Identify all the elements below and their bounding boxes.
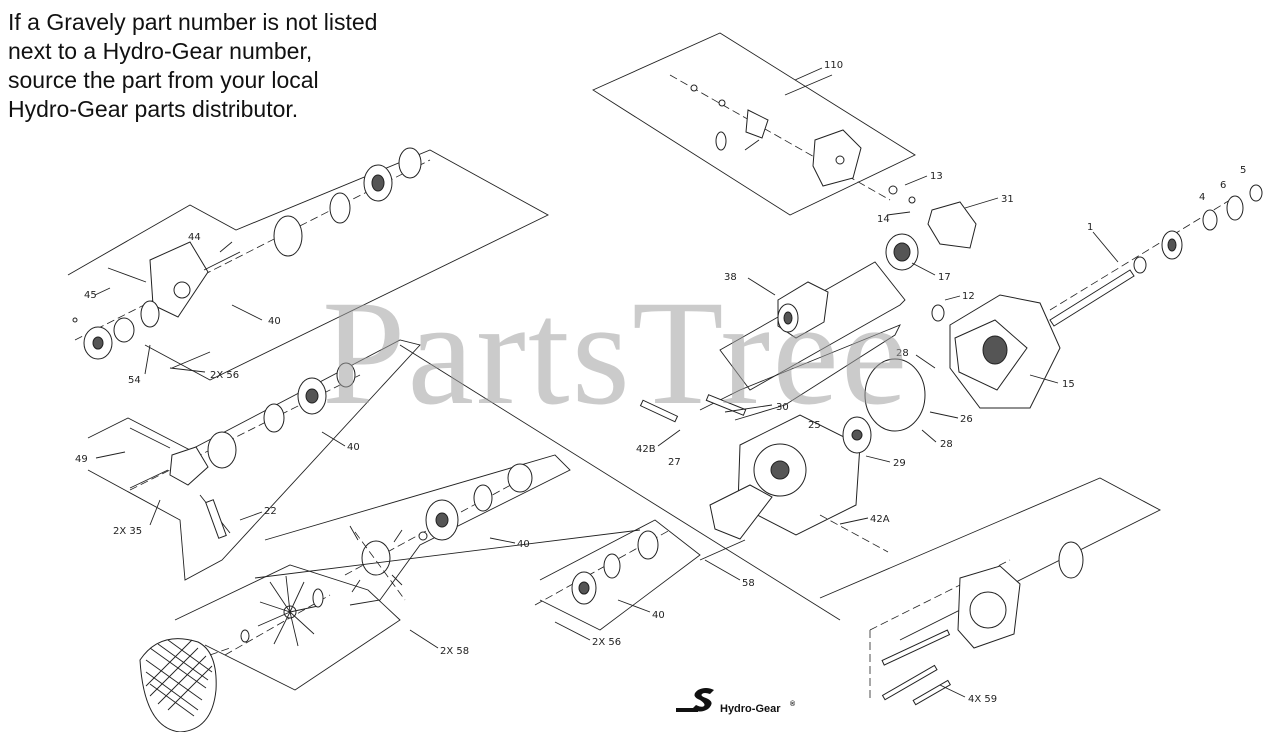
callout-labels: 110 13 14 31 5 6 4 1 17 38 12 44 45 40 5…: [75, 60, 1246, 705]
callout-22: 22: [264, 506, 277, 517]
callout-30: 30: [776, 402, 789, 413]
callout-26: 26: [960, 414, 973, 425]
callout-110: 110: [824, 60, 843, 71]
group-fan-cover: [139, 564, 401, 732]
callout-2x58: 2X 58: [440, 646, 469, 657]
callout-58-a: 58: [742, 578, 755, 589]
cooling-fan: [257, 575, 319, 647]
group-lower-center: [254, 344, 841, 631]
note-line-3: source the part from your local: [8, 67, 319, 93]
callout-28-b: 28: [940, 439, 953, 450]
fan-guard-cover: [139, 638, 217, 732]
callout-6: 6: [1220, 180, 1226, 191]
callout-4x59: 4X 59: [968, 694, 997, 705]
note-line-1: If a Gravely part number is not listed: [8, 9, 378, 35]
callout-38: 38: [724, 272, 737, 283]
group-upper-left: [67, 147, 549, 381]
instruction-note: If a Gravely part number is not listed n…: [8, 8, 428, 124]
callout-29: 29: [893, 458, 906, 469]
callout-28: 28: [896, 348, 909, 359]
callout-45: 45: [84, 290, 97, 301]
group-center-fan: [264, 454, 571, 606]
callout-15: 15: [1062, 379, 1075, 390]
callout-27: 27: [668, 457, 681, 468]
callout-17: 17: [938, 272, 951, 283]
callout-54: 54: [128, 375, 141, 386]
callout-2x56-a: 2X 56: [210, 370, 239, 381]
callout-4: 4: [1199, 192, 1205, 203]
logo-s-mark: [692, 688, 714, 712]
callout-1: 1: [1087, 222, 1093, 233]
callout-2x35: 2X 35: [113, 526, 142, 537]
hydro-gear-logo: Hydro-Gear ®: [676, 688, 796, 715]
callout-40-a: 40: [268, 316, 281, 327]
callout-42a: 42A: [870, 514, 890, 525]
callout-31: 31: [1001, 194, 1014, 205]
group-center-block: [639, 185, 977, 561]
group-110: [592, 32, 916, 216]
callout-25: 25: [808, 420, 821, 431]
group-lower-right: [819, 477, 1161, 706]
note-line-4: Hydro-Gear parts distributor.: [8, 96, 299, 122]
callout-12: 12: [962, 291, 975, 302]
callout-40-b: 40: [347, 442, 360, 453]
group-middle-left: [87, 339, 421, 581]
callout-5: 5: [1240, 165, 1246, 176]
callout-42b: 42B: [636, 444, 656, 455]
callout-14: 14: [877, 214, 890, 225]
callout-49: 49: [75, 454, 88, 465]
note-line-2: next to a Hydro-Gear number,: [8, 38, 313, 64]
center-housing: [737, 414, 861, 536]
callout-2x56-b: 2X 56: [592, 637, 621, 648]
callout-40-d: 40: [652, 610, 665, 621]
leader-lines: [94, 67, 1119, 698]
callout-40-c: 40: [517, 539, 530, 550]
logo-text: Hydro-Gear: [720, 703, 781, 715]
callout-13: 13: [930, 171, 943, 182]
logo-registered-mark: ®: [790, 700, 796, 708]
logo-bar: [676, 708, 698, 712]
callout-44: 44: [188, 232, 201, 243]
group-right-housing: [864, 184, 1263, 432]
